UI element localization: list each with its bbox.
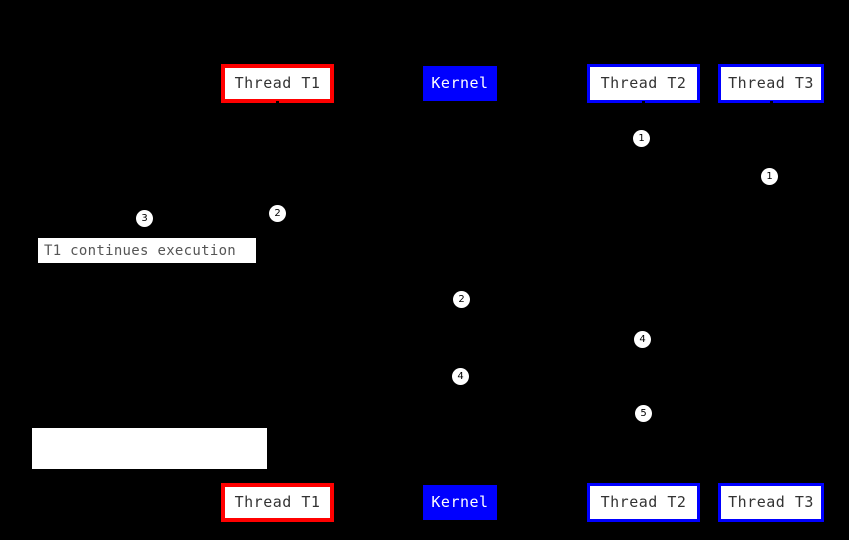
lifeline-line-t2: [643, 103, 644, 483]
lifeline-header-kernel-label: Kernel: [431, 74, 489, 92]
lifeline-header-thread-t1-label: Thread T1: [234, 74, 321, 92]
note-t1-continues-execution: T1 continues execution: [37, 237, 257, 264]
note-t1-continues-execution-label: T1 continues execution: [44, 242, 237, 259]
lifeline-header-kernel[interactable]: Kernel: [423, 66, 497, 101]
lifeline-footer-thread-t2[interactable]: Thread T2: [587, 483, 700, 522]
lifeline-line-t3: [771, 103, 772, 483]
lifeline-header-thread-t2[interactable]: Thread T2: [587, 64, 700, 103]
lifeline-anchor-tick-t3-top: [770, 101, 773, 105]
lifeline-anchor-tick-t1-bottom: [276, 479, 279, 483]
lifeline-line-t1: [277, 103, 278, 483]
lifeline-footer-kernel-label: Kernel: [431, 493, 489, 511]
step-marker-4-kernel: 4: [452, 368, 469, 385]
lifeline-header-thread-t1[interactable]: Thread T1: [221, 64, 334, 103]
lifeline-header-thread-t2-label: Thread T2: [600, 74, 687, 92]
step-marker-1-thread-t3: 1: [761, 168, 778, 185]
lifeline-header-thread-t3[interactable]: Thread T3: [718, 64, 824, 103]
lifeline-footer-thread-t2-label: Thread T2: [600, 493, 687, 511]
lifeline-footer-thread-t1[interactable]: Thread T1: [221, 483, 334, 522]
lifeline-anchor-tick-t2-top: [642, 101, 645, 105]
lifeline-footer-thread-t3-label: Thread T3: [728, 493, 814, 511]
step-marker-3-thread-t1: 3: [136, 210, 153, 227]
lifeline-footer-kernel[interactable]: Kernel: [423, 485, 497, 520]
step-marker-5-thread-t2: 5: [635, 405, 652, 422]
lifeline-anchor-tick-t1-top: [276, 101, 279, 105]
lifeline-footer-thread-t1-label: Thread T1: [234, 493, 321, 511]
blank-panel-bottom-left: [32, 428, 267, 469]
step-marker-2-kernel: 2: [453, 291, 470, 308]
step-marker-4-thread-t2: 4: [634, 331, 651, 348]
step-marker-1-thread-t2: 1: [633, 130, 650, 147]
step-marker-2-thread-t1: 2: [269, 205, 286, 222]
lifeline-header-thread-t3-label: Thread T3: [728, 74, 814, 92]
lifeline-footer-thread-t3[interactable]: Thread T3: [718, 483, 824, 522]
